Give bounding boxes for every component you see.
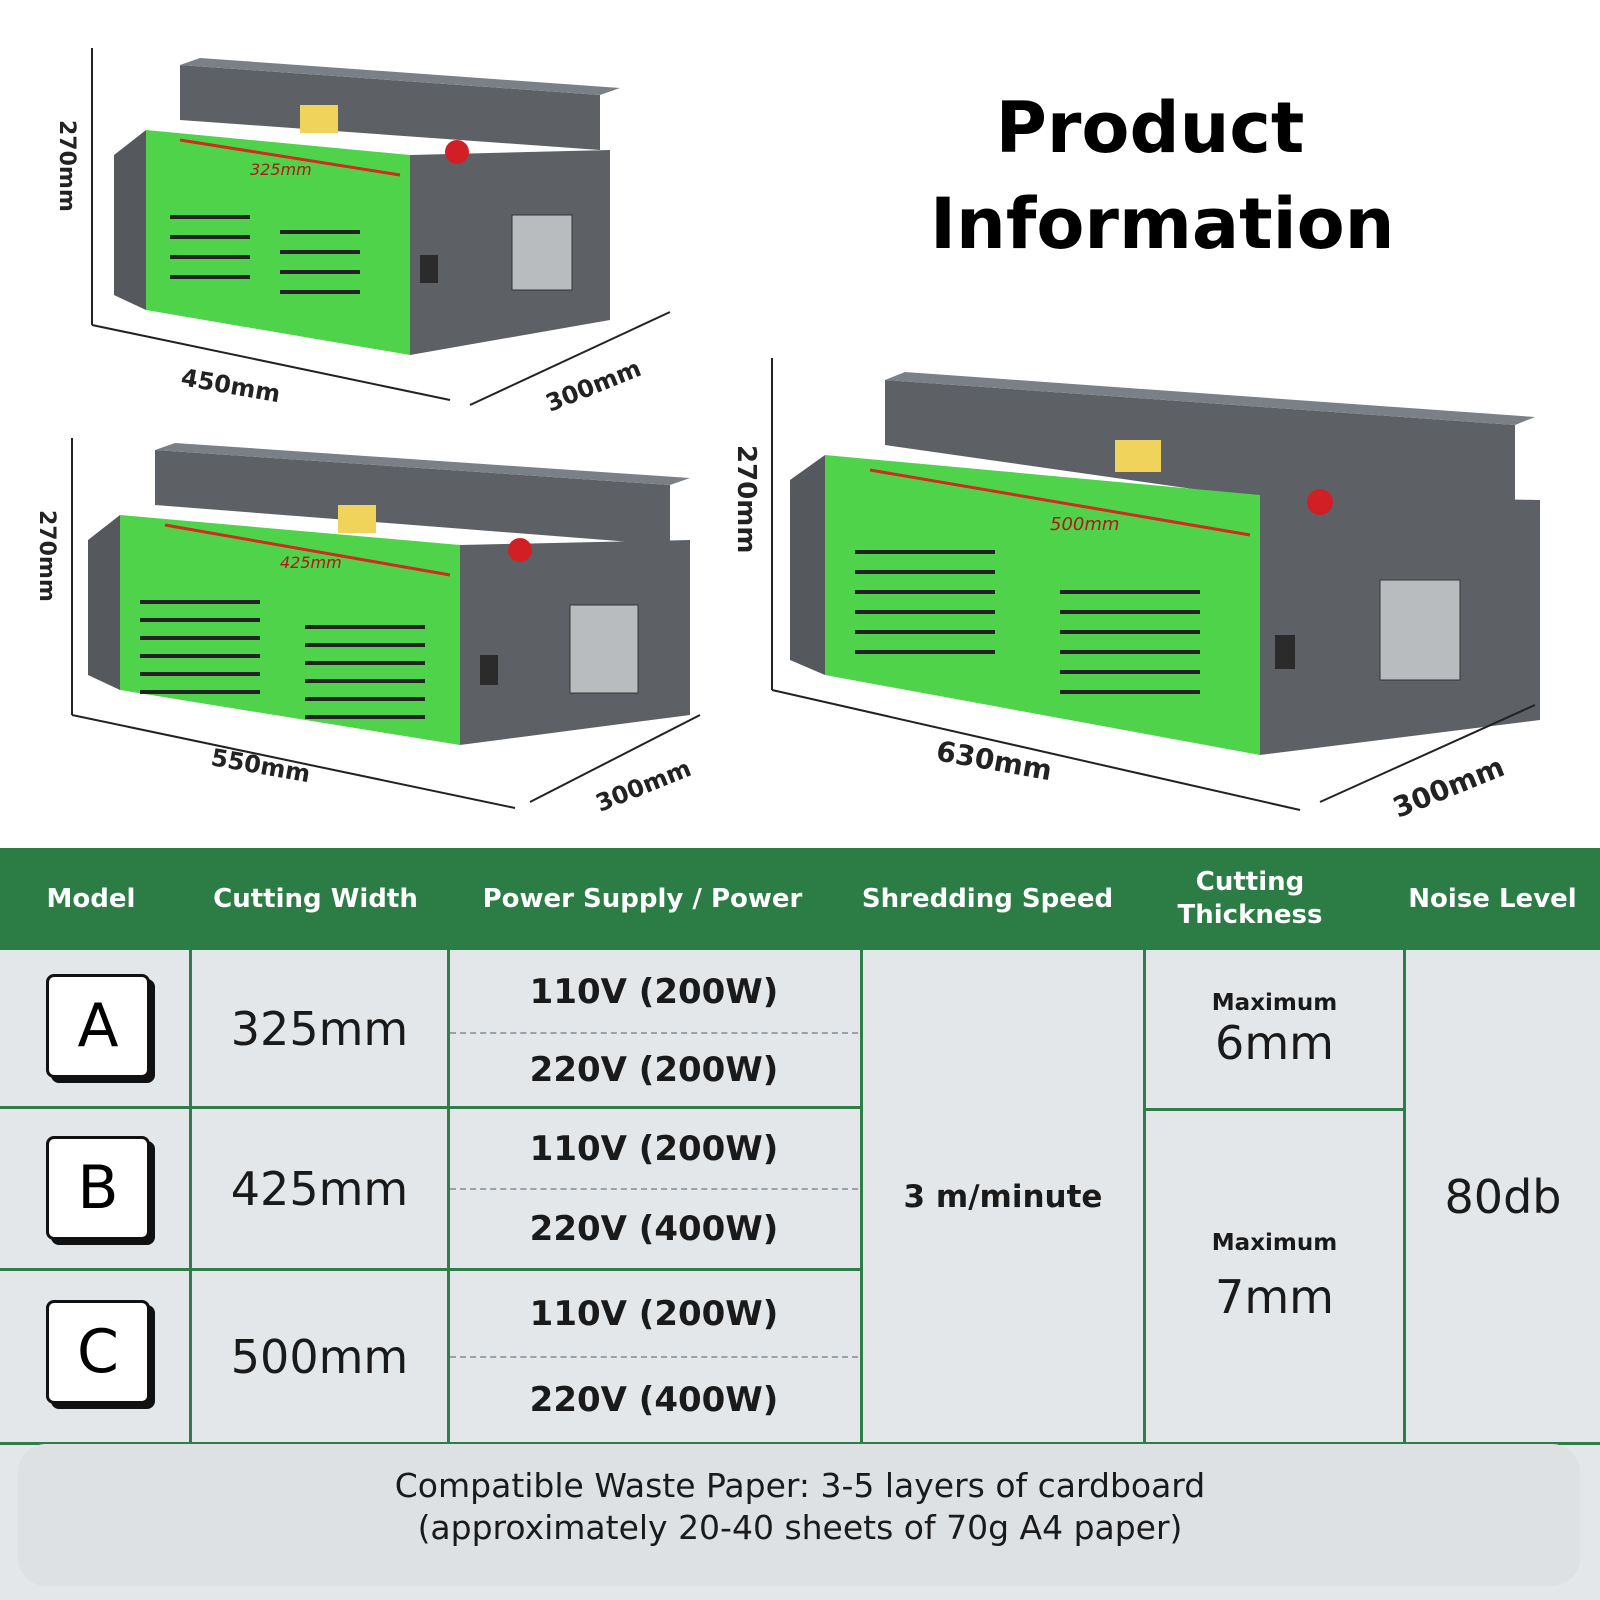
machine-a-height-label: 270mm xyxy=(54,120,79,212)
thickness-value: 7mm xyxy=(1215,1269,1334,1324)
thickness-label: Maximum xyxy=(1211,990,1338,1016)
column-divider xyxy=(1143,950,1146,1444)
compatible-paper-line-1: Compatible Waste Paper: 3-5 layers of ca… xyxy=(394,1466,1206,1505)
row-divider xyxy=(0,1106,860,1109)
header-model: Model xyxy=(46,883,136,914)
machine-a-inner-label: 325mm xyxy=(250,160,312,179)
column-divider xyxy=(860,950,863,1444)
cutting-width-c: 500mm xyxy=(230,1329,409,1384)
machine-c-length-line xyxy=(771,689,1301,811)
header-thickness-line-2: Thickness xyxy=(1177,900,1323,930)
page-title: Product Information xyxy=(930,80,1395,272)
header-power: Power Supply / Power xyxy=(482,883,803,914)
compatible-paper-line-2: (approximately 20-40 sheets of 70g A4 pa… xyxy=(417,1508,1183,1547)
machine-c-body xyxy=(790,372,1540,755)
power-110-b: 110V (200W) xyxy=(529,1128,779,1169)
machine-b-inner-arrow xyxy=(164,523,451,577)
machine-c-length-label: 630mm xyxy=(934,734,1055,787)
thickness-max-6: Maximum 6mm xyxy=(1146,952,1403,1108)
machine-a-length-line xyxy=(91,324,451,401)
column-divider xyxy=(189,950,192,1444)
machine-a-inner-arrow xyxy=(179,138,401,177)
machine-c-height-label: 270mm xyxy=(731,445,761,553)
power-divider xyxy=(450,1032,858,1034)
machine-a-vents xyxy=(170,215,360,294)
power-divider xyxy=(450,1188,858,1190)
machine-c-inner-arrow xyxy=(869,468,1251,537)
machine-b-length-label: 550mm xyxy=(209,743,312,788)
table-header: Model Cutting Width Power Supply / Power… xyxy=(0,848,1600,950)
machine-b-length-line xyxy=(71,714,516,809)
machine-b-inner-label: 425mm xyxy=(280,553,342,572)
machine-a-body xyxy=(114,58,620,355)
machine-b-body xyxy=(88,443,690,745)
header-thickness: Cutting Thickness xyxy=(1130,848,1370,950)
power-110-c: 110V (200W) xyxy=(529,1293,779,1334)
title-line-1: Product xyxy=(995,87,1305,169)
thickness-label: Maximum xyxy=(1211,1229,1338,1256)
thickness-max-7: Maximum 7mm xyxy=(1146,1111,1403,1442)
header-cutting-width: Cutting Width xyxy=(213,883,418,914)
machine-a-depth-line xyxy=(469,311,671,406)
machine-b-depth-line xyxy=(529,714,701,803)
header-speed: Shredding Speed xyxy=(861,883,1114,914)
power-220-b: 220V (400W) xyxy=(529,1209,779,1249)
row-divider xyxy=(0,1442,1600,1445)
title-line-2: Information xyxy=(930,183,1395,265)
machine-a-illustration: 325mm 270mm 450mm 300mm xyxy=(54,48,671,418)
model-badge-b: B xyxy=(46,1136,150,1240)
row-divider xyxy=(1143,1108,1403,1111)
header-thickness-line-1: Cutting xyxy=(1195,867,1305,897)
thickness-value: 6mm xyxy=(1215,1016,1334,1070)
machine-b-illustration: 425mm 270mm 550mm 300mm xyxy=(34,438,701,818)
machine-b-height-label: 270mm xyxy=(34,510,59,602)
compatible-paper-box xyxy=(18,1444,1580,1586)
cutting-width-a: 325mm xyxy=(230,1002,409,1056)
machine-b-depth-label: 300mm xyxy=(592,754,695,817)
column-divider xyxy=(1403,950,1406,1444)
noise-level-value: 80db xyxy=(1444,1170,1562,1224)
column-divider xyxy=(447,950,450,1444)
machine-c-inner-label: 500mm xyxy=(1050,514,1119,535)
model-badge-a: A xyxy=(46,974,150,1078)
row-divider xyxy=(0,1268,860,1271)
header-noise: Noise Level xyxy=(1408,883,1577,914)
machine-c-illustration: 500mm 270mm 630mm 300mm xyxy=(731,358,1540,824)
machine-b-vents xyxy=(140,600,425,719)
power-110-a: 110V (200W) xyxy=(529,972,779,1012)
cutting-width-b: 425mm xyxy=(230,1161,409,1216)
machine-c-depth-line xyxy=(1319,704,1536,803)
power-divider xyxy=(450,1356,858,1358)
machine-a-length-label: 450mm xyxy=(179,363,282,408)
machine-c-depth-label: 300mm xyxy=(1388,750,1509,824)
model-badge-c: C xyxy=(46,1300,150,1404)
shredding-speed-value: 3 m/minute xyxy=(903,1179,1103,1215)
machine-c-vents xyxy=(855,550,1200,694)
spec-table: Model Cutting Width Power Supply / Power… xyxy=(0,848,1600,1600)
power-220-c: 220V (400W) xyxy=(529,1380,779,1420)
power-220-a: 220V (200W) xyxy=(529,1050,779,1090)
